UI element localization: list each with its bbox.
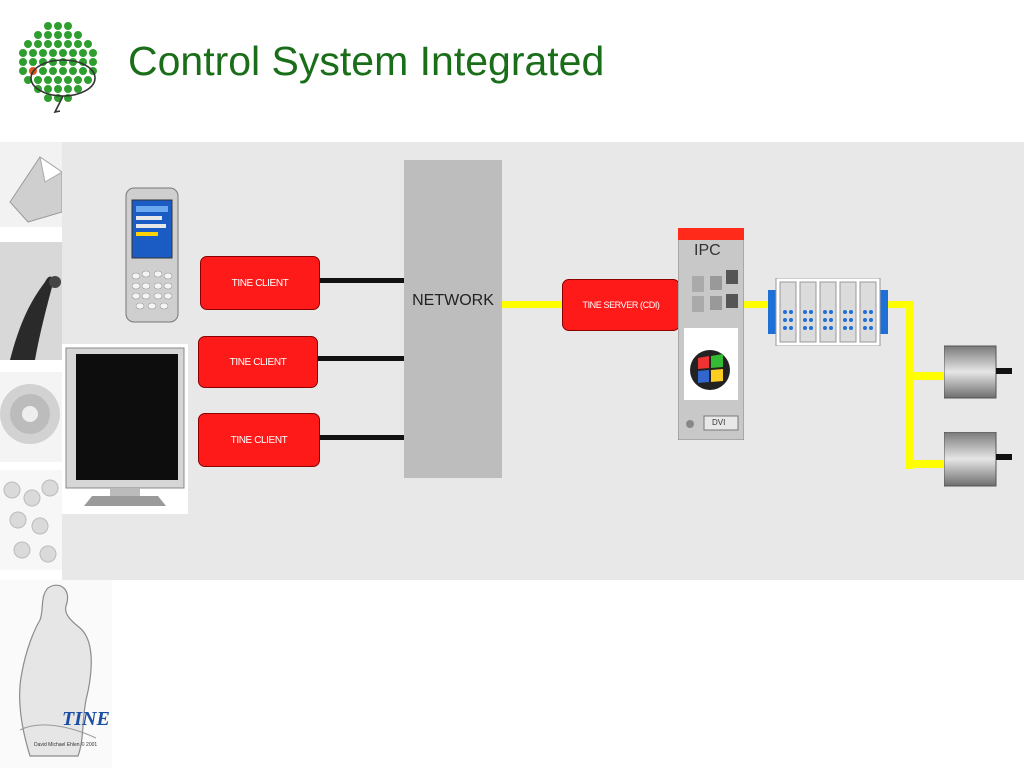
- monitor-icon: [62, 344, 188, 514]
- ipc-unit: IPC DVI: [678, 228, 744, 440]
- sidebar-figure-image: TINE David Michael Ehlen © 2001: [0, 580, 112, 768]
- network-label: NETWORK: [412, 292, 494, 309]
- tine-client-label-2: TINE CLIENT: [229, 356, 287, 368]
- ipc-io-link: [742, 301, 768, 308]
- sidebar-logo-text: TINE: [62, 708, 110, 730]
- io-bus-trunk: [906, 301, 914, 469]
- client1-network-link: [318, 278, 404, 283]
- sidebar-ring-image: [0, 372, 62, 462]
- io-bus-link: [884, 301, 914, 308]
- motor2-link: [906, 460, 946, 468]
- ipc-label: IPC: [694, 242, 721, 259]
- ipc-port-label: DVI: [712, 418, 726, 427]
- io-module-rack: [768, 278, 888, 346]
- motor1-link: [906, 372, 946, 380]
- motor-icon-2: [944, 432, 1014, 488]
- sidebar-splash-image: [0, 242, 62, 360]
- tine-server-box: TINE SERVER (CDI): [562, 279, 680, 331]
- client3-network-link: [318, 435, 404, 440]
- pda-device-icon: [124, 186, 180, 326]
- tine-client-label-1: TINE CLIENT: [231, 277, 289, 289]
- sidebar-molecule-image: [0, 470, 62, 570]
- network-server-link: [502, 301, 562, 308]
- tine-client-box-3: TINE CLIENT: [198, 413, 320, 467]
- tine-client-label-3: TINE CLIENT: [230, 434, 288, 446]
- page-title: Control System Integrated: [128, 38, 605, 84]
- tine-server-label: TINE SERVER (CDI): [582, 300, 660, 310]
- motor-icon-1: [944, 344, 1014, 400]
- network-block: [404, 160, 502, 478]
- tine-client-box-2: TINE CLIENT: [198, 336, 318, 388]
- tine-client-box-1: TINE CLIENT: [200, 256, 320, 310]
- client2-network-link: [316, 356, 404, 361]
- sidebar-crystal-image: [0, 142, 62, 227]
- sidebar-credit-text: David Michael Ehlen © 2001: [34, 742, 98, 748]
- tine-logo-icon: [8, 16, 112, 120]
